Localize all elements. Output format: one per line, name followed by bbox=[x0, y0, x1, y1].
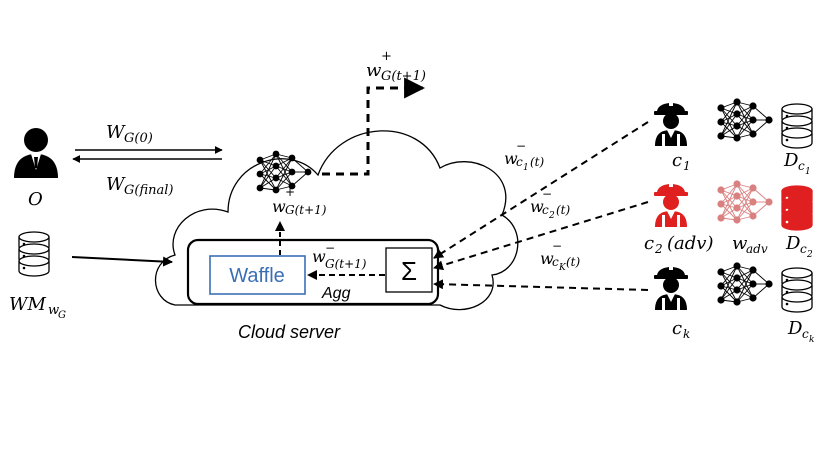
client2-adversary-database-icon bbox=[781, 185, 813, 231]
svg-text:G(t+1): G(t+1) bbox=[381, 69, 426, 84]
w-c2-label: w − c 2 (t) bbox=[530, 187, 571, 221]
clientk-data-label: D c k bbox=[787, 318, 814, 345]
svg-text:c: c bbox=[800, 242, 807, 256]
client1-database-icon bbox=[781, 103, 813, 149]
owner-label: O bbox=[28, 189, 43, 210]
clientk-database-icon bbox=[781, 267, 813, 313]
client2-adversary-network-icon bbox=[717, 180, 773, 224]
svg-text:−: − bbox=[542, 187, 552, 201]
svg-text:c: c bbox=[644, 233, 654, 254]
svg-text:+: + bbox=[381, 49, 392, 64]
svg-text:K: K bbox=[558, 263, 567, 273]
sum-box bbox=[385, 247, 433, 293]
svg-text:c: c bbox=[802, 327, 809, 341]
svg-text:c: c bbox=[552, 255, 559, 269]
svg-text:G(t+1): G(t+1) bbox=[285, 203, 327, 217]
svg-text:adv: adv bbox=[746, 242, 768, 256]
svg-text:(adv): (adv) bbox=[667, 233, 713, 254]
svg-text:w: w bbox=[504, 149, 518, 168]
w-gfinal-label: W G(final) bbox=[106, 174, 173, 198]
w-plus-out-label: w + G(t+1) bbox=[366, 49, 426, 84]
svg-text:c: c bbox=[798, 159, 805, 173]
watermark-to-cloud-arrow bbox=[71, 256, 173, 267]
waffle-label: Waffle bbox=[229, 265, 285, 287]
w-minus-agg-label: w − G(t+1) bbox=[312, 241, 367, 271]
svg-text:c: c bbox=[542, 203, 549, 217]
svg-text:2: 2 bbox=[654, 242, 663, 256]
owner-icon bbox=[14, 128, 58, 178]
svg-text:(t): (t) bbox=[530, 155, 545, 169]
client1-network-icon bbox=[717, 98, 773, 142]
svg-text:c: c bbox=[516, 155, 523, 169]
svg-text:D: D bbox=[785, 233, 801, 254]
client1-to-sum-line bbox=[433, 121, 649, 259]
svg-text:−: − bbox=[325, 241, 335, 255]
aggregator-box bbox=[186, 238, 440, 306]
svg-text:1: 1 bbox=[523, 163, 529, 173]
svg-text:w: w bbox=[732, 233, 748, 254]
client2-adversary-worker-icon bbox=[654, 179, 688, 227]
svg-text:D: D bbox=[783, 150, 799, 171]
cloud-server-label: Cloud server bbox=[238, 322, 341, 342]
svg-text:k: k bbox=[809, 335, 814, 345]
svg-text:G(0): G(0) bbox=[124, 131, 153, 146]
svg-text:WM: WM bbox=[9, 294, 47, 315]
svg-text:2: 2 bbox=[548, 211, 555, 221]
svg-text:W: W bbox=[106, 174, 126, 195]
clientk-network-icon bbox=[717, 262, 773, 306]
client2-to-sum-line bbox=[433, 201, 649, 271]
client1-label: c 1 bbox=[672, 150, 691, 173]
w-plus-in-label: w + G(t+1) bbox=[272, 185, 327, 217]
w-g0-label: W G(0) bbox=[106, 122, 153, 146]
client2-data-label: D c 2 bbox=[785, 233, 813, 260]
svg-text:w: w bbox=[530, 197, 544, 216]
client2-label: c 2 (adv) bbox=[644, 233, 713, 256]
waffle-box bbox=[209, 255, 306, 295]
aggregator-label: Agg bbox=[321, 285, 351, 302]
svg-text:(t): (t) bbox=[566, 255, 581, 269]
client1-worker-icon bbox=[654, 98, 688, 146]
svg-text:−: − bbox=[516, 139, 526, 153]
clientk-worker-icon bbox=[654, 262, 688, 310]
svg-text:(t): (t) bbox=[556, 203, 571, 217]
w-c1-label: w − c 1 (t) bbox=[504, 139, 545, 173]
sum-symbol: Σ bbox=[401, 256, 417, 286]
svg-text:2: 2 bbox=[806, 250, 813, 260]
svg-text:−: − bbox=[552, 239, 562, 253]
svg-text:c: c bbox=[672, 318, 682, 339]
svg-text:+: + bbox=[285, 185, 295, 199]
svg-text:G: G bbox=[58, 310, 66, 321]
clientk-label: c k bbox=[672, 318, 690, 341]
svg-text:W: W bbox=[106, 122, 126, 143]
watermark-database-icon bbox=[18, 231, 50, 277]
svg-text:D: D bbox=[787, 318, 803, 339]
svg-text:k: k bbox=[683, 327, 690, 341]
svg-text:c: c bbox=[672, 150, 682, 171]
svg-text:w: w bbox=[48, 303, 59, 318]
svg-text:1: 1 bbox=[805, 167, 811, 177]
client2-extra-weight-label: w adv bbox=[732, 233, 768, 256]
global-model-network-icon bbox=[256, 150, 312, 194]
svg-text:w: w bbox=[272, 197, 286, 216]
svg-text:w: w bbox=[312, 247, 326, 266]
global-output-path bbox=[322, 77, 426, 176]
svg-text:G(final): G(final) bbox=[124, 183, 173, 198]
client1-data-label: D c 1 bbox=[783, 150, 811, 177]
w-ck-label: w − c K (t) bbox=[540, 239, 581, 273]
svg-text:w: w bbox=[366, 60, 382, 81]
svg-text:G(t+1): G(t+1) bbox=[325, 257, 367, 271]
svg-text:1: 1 bbox=[683, 159, 691, 173]
watermark-set-label: WM w G bbox=[9, 294, 66, 321]
svg-text:w: w bbox=[540, 249, 554, 268]
